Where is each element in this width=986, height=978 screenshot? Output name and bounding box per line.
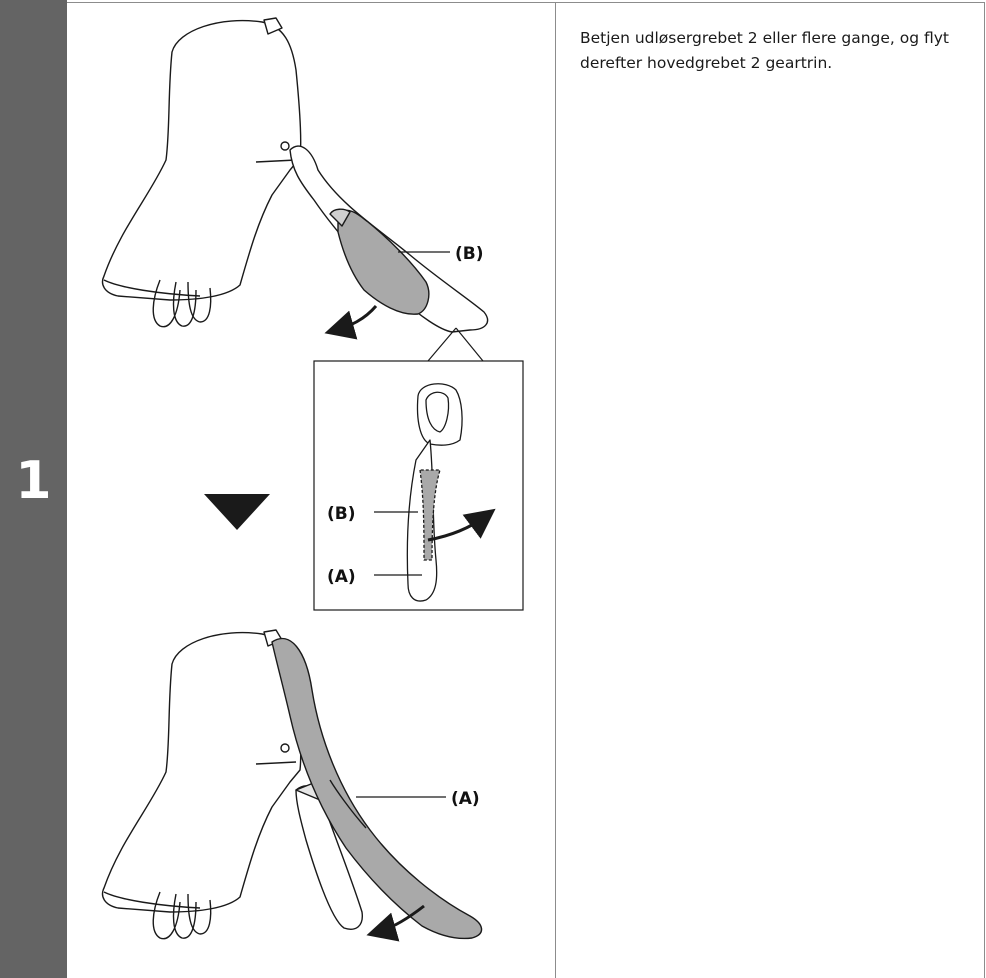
callout-top-b: (B) — [455, 244, 484, 264]
callout-detail-b: (B) — [327, 504, 356, 524]
bottom-shift-lever — [103, 630, 482, 939]
callout-bottom-a: (A) — [451, 789, 480, 809]
top-shift-lever — [103, 18, 488, 332]
callout-detail-a: (A) — [327, 567, 356, 587]
down-arrow-icon — [204, 494, 270, 530]
